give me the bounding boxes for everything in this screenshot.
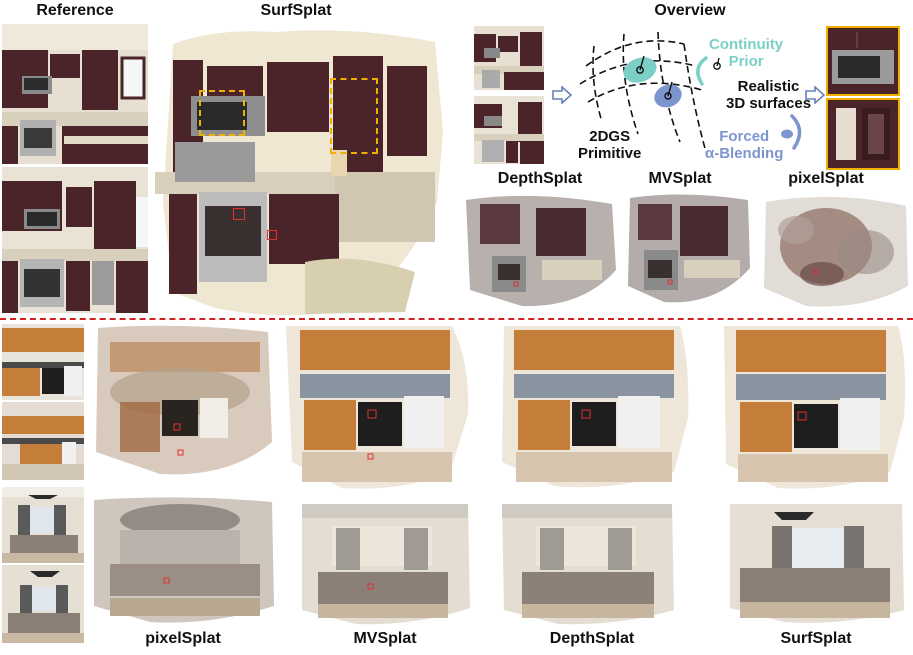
depthsplat-render-livingroom <box>498 498 678 626</box>
surfsplat-render-main <box>155 22 445 320</box>
continuity-arrow-icon <box>696 56 708 86</box>
depthsplat-render-kitchen-1 <box>462 190 620 312</box>
overview-crop-microwave <box>826 26 900 96</box>
section-divider <box>0 318 913 320</box>
surfsplat-render-livingroom <box>724 498 908 626</box>
continuity-prior-text: Continuity Prior <box>709 36 784 70</box>
pixelsplat-render-livingroom <box>90 494 276 626</box>
overview-input-image-1 <box>474 26 544 90</box>
reference-kitchen2-image-2 <box>2 402 84 480</box>
reference-kitchen2-image-1 <box>2 324 84 400</box>
overview-crop-cabinet <box>826 98 900 170</box>
overview-label: Overview <box>654 2 726 19</box>
mvsplat-render-kitchen-2 <box>282 322 474 492</box>
forced-alpha-blending-text: Forced α-Blending <box>705 128 784 162</box>
surfsplat-top-label: SurfSplat <box>260 2 332 19</box>
pixelsplat-render-kitchen-1 <box>756 190 912 312</box>
forced-arrow-icon <box>790 114 802 150</box>
highlight-box-cabinet <box>330 78 378 154</box>
pixelsplat-top-label: pixelSplat <box>788 170 864 187</box>
highlight-box-microwave <box>199 90 245 136</box>
2dgs-primitive-text: 2DGS Primitive <box>578 128 642 162</box>
mvsplat-render-kitchen-1 <box>624 190 754 312</box>
realistic-surfaces-text: Realistic 3D surfaces <box>726 78 812 112</box>
overview-arrow-right-icon <box>552 86 572 104</box>
mvsplat-top-label: MVSplat <box>648 170 712 187</box>
surfsplat-bottom-label: SurfSplat <box>780 630 852 647</box>
pixelsplat-render-kitchen-2 <box>90 322 276 482</box>
overview-2dgs-diagram <box>579 31 707 153</box>
highlight-box-red-1 <box>233 208 245 220</box>
reference-livingroom-image-2 <box>2 565 84 643</box>
depthsplat-render-kitchen-2 <box>494 322 692 492</box>
mvsplat-render-livingroom <box>296 498 474 626</box>
depthsplat-bottom-label: DepthSplat <box>549 630 635 647</box>
overview-arrow-right-2-icon <box>805 86 825 104</box>
surfsplat-render-kitchen-2 <box>718 322 908 492</box>
reference-livingroom-image-1 <box>2 487 84 563</box>
depthsplat-top-label: DepthSplat <box>497 170 583 187</box>
reference-label: Reference <box>36 2 114 19</box>
continuity-normal-icon <box>713 57 721 70</box>
pixelsplat-bottom-label: pixelSplat <box>145 630 221 647</box>
reference-image-1 <box>2 24 148 164</box>
mvsplat-bottom-label: MVSplat <box>353 630 417 647</box>
overview-input-image-2 <box>474 96 544 164</box>
highlight-box-red-2 <box>267 230 277 240</box>
reference-image-2 <box>2 167 148 313</box>
forced-ellipse-icon <box>781 129 793 139</box>
